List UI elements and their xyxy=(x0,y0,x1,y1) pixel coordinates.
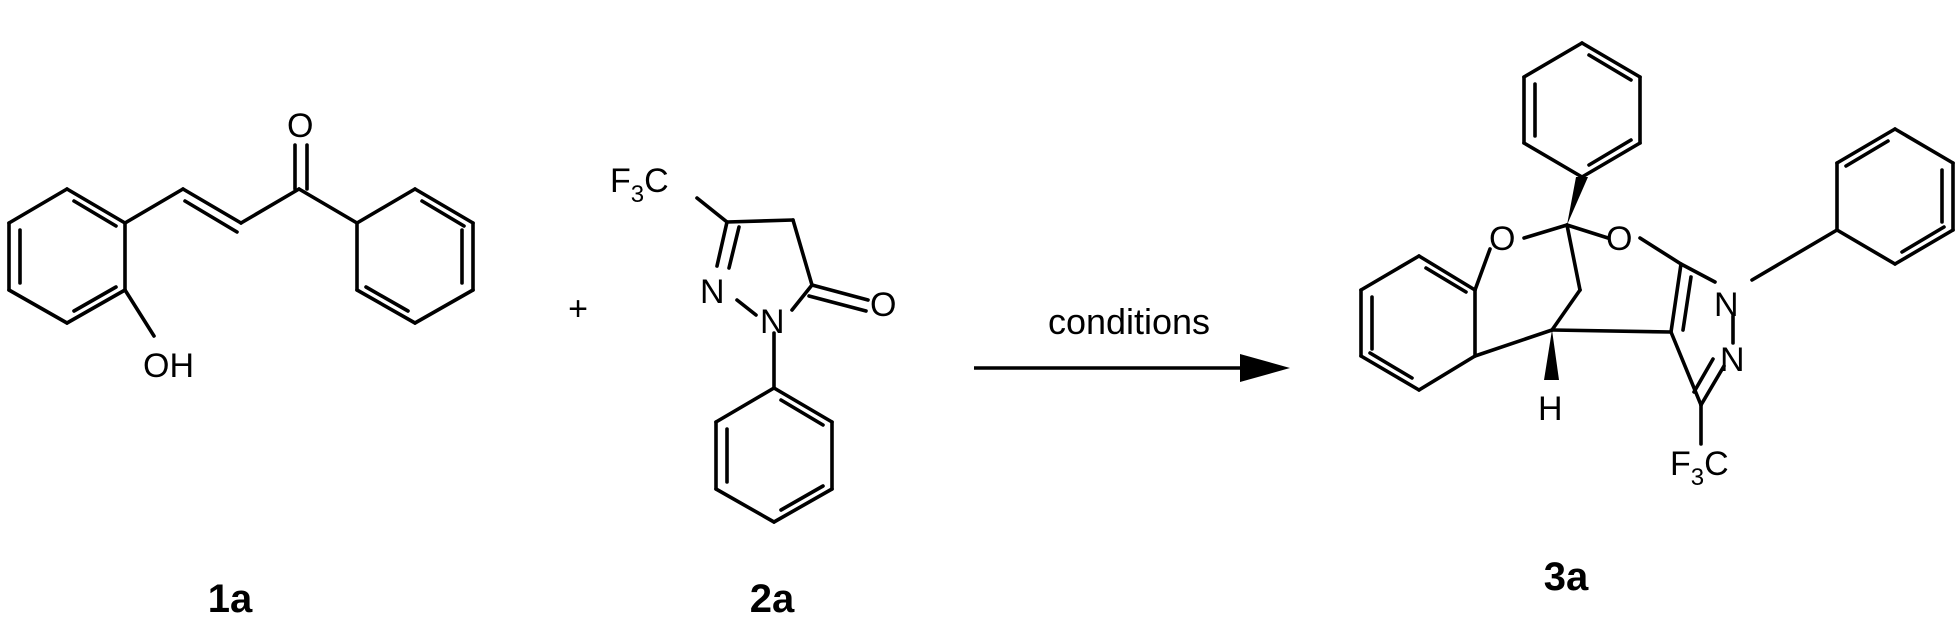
3a-wedge-bond-hydrogen xyxy=(1544,330,1559,380)
reaction-conditions: conditions xyxy=(1048,301,1210,342)
3a-hydrogen: H xyxy=(1538,390,1563,428)
2a-ring-nitrogen-n2: N xyxy=(700,273,725,311)
compound-2a-label: 2a xyxy=(750,577,795,621)
plus-sign: + xyxy=(568,290,588,328)
compound-1a-structure xyxy=(7,143,475,338)
3a-bridge-oxygen: O xyxy=(1606,220,1632,258)
compound-3a-structure xyxy=(1359,41,1955,446)
reaction-arrow xyxy=(974,354,1290,382)
1a-hydroxyl-label: OH xyxy=(143,347,194,385)
compound-3a-label: 3a xyxy=(1544,555,1589,599)
compound-1a-label: 1a xyxy=(208,577,253,621)
compound-2a-structure xyxy=(695,196,870,524)
3a-nitrogen-n1: N xyxy=(1714,286,1739,324)
3a-pyran-oxygen: O xyxy=(1489,220,1515,258)
3a-cf3-group: F3C xyxy=(1670,445,1729,491)
1a-carbonyl-oxygen: O xyxy=(287,107,313,145)
2a-ring-nitrogen-n1: N xyxy=(760,303,785,341)
2a-carbonyl-oxygen: O xyxy=(870,286,896,324)
3a-nitrogen-n2: N xyxy=(1720,341,1745,379)
2a-cf3-group: F3C xyxy=(610,162,669,208)
3a-wedge-bond-phenyl xyxy=(1567,177,1588,225)
